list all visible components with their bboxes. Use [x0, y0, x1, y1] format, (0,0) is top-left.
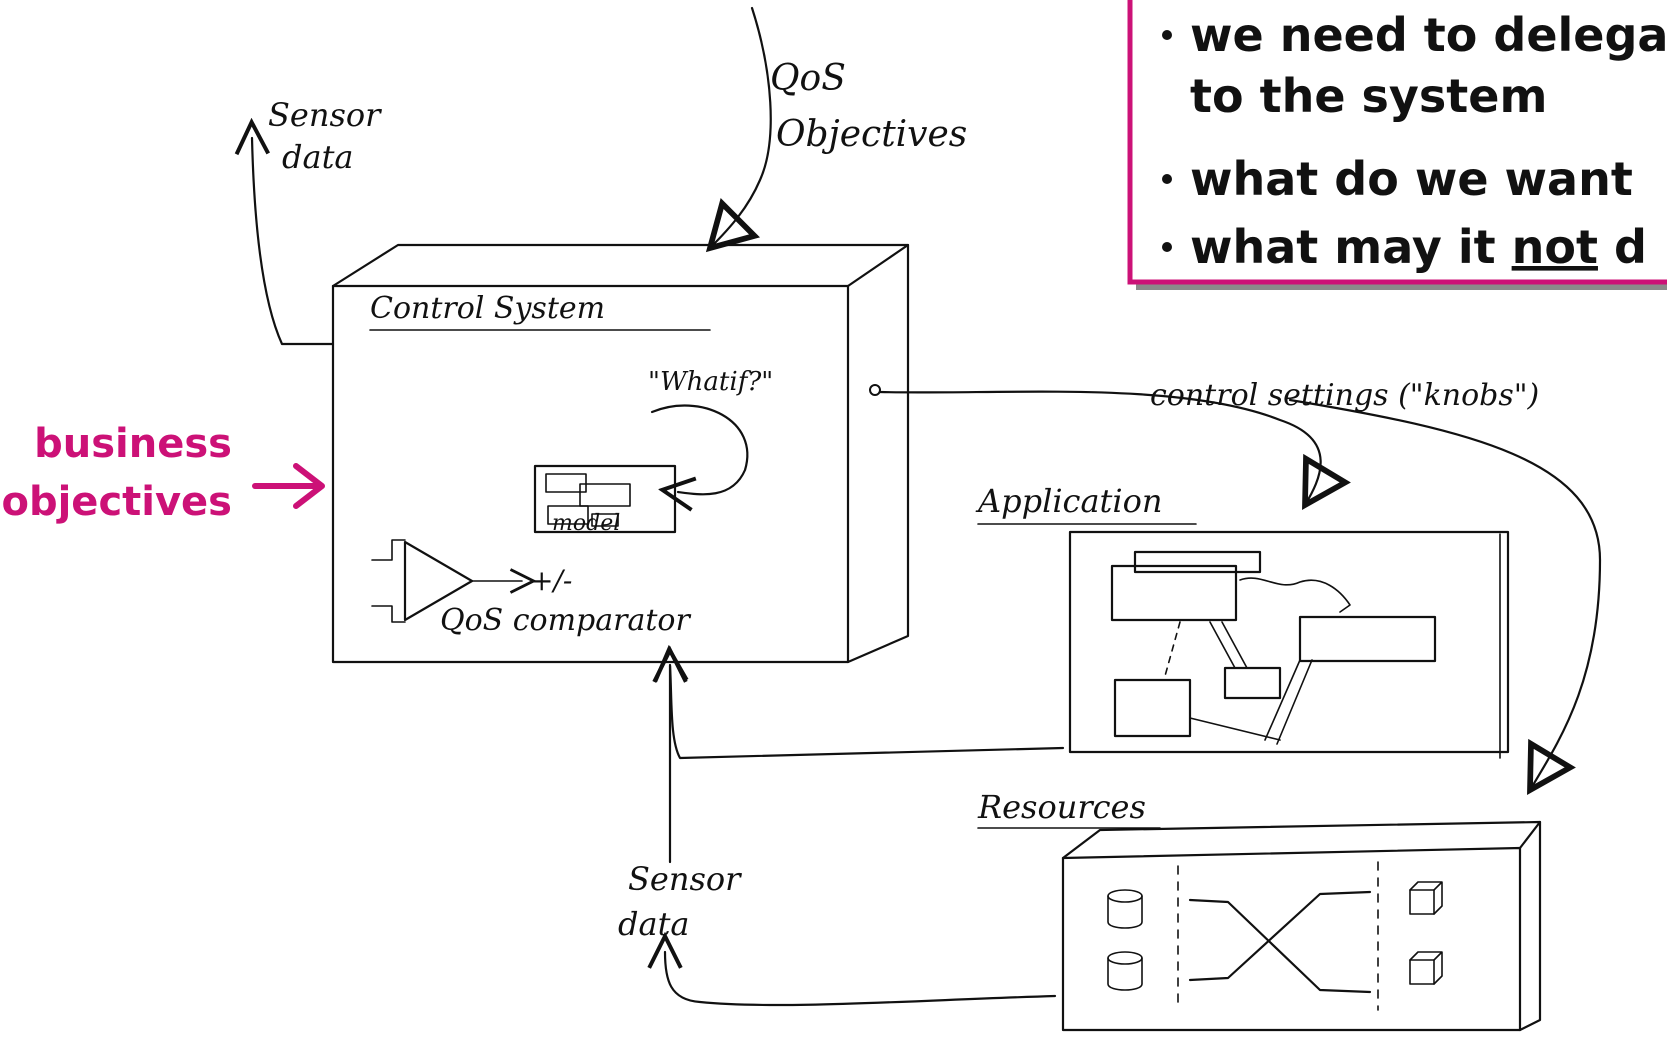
app-block-bottom-left: [1113, 678, 1192, 738]
qos-label-line2: Objectives: [776, 114, 967, 155]
callout-bullet-4-not: not: [1512, 220, 1598, 274]
sensor-bottom-line1: Sensor: [628, 860, 742, 898]
resources-top-face: [1061, 820, 1542, 860]
application-feedback-arrow: [670, 665, 1065, 760]
model-part-2: [579, 483, 631, 507]
resources-sensor-arrow: [665, 952, 1057, 1007]
app-block-top-back: [1133, 550, 1262, 574]
business-label-line2: objectives: [1, 479, 232, 525]
callout-bullet-3: what do we want: [1190, 152, 1633, 206]
control-settings-label: control settings ("knobs"): [1150, 378, 1539, 413]
qos-comparator-label: QoS comparator: [440, 603, 691, 638]
bullet-dot-3: [1162, 174, 1172, 184]
control-side-face: [846, 243, 910, 664]
app-link-right: [1264, 659, 1313, 745]
resources-front-face: [1061, 846, 1522, 1032]
model-part-4: [591, 513, 619, 527]
storage-cylinder-icon-1: [1107, 889, 1143, 929]
resources-box: Resources: [977, 788, 1542, 1032]
comparator-input-bottom: [371, 605, 406, 623]
app-hatched-block: [1223, 666, 1282, 700]
callout-bullet-4-prefix: what may it: [1190, 220, 1512, 274]
sensor-top-line1: Sensor: [268, 96, 382, 134]
app-link-diagonal: [1209, 621, 1248, 669]
model-part-3: [547, 505, 589, 525]
app-link-bottom: [1189, 717, 1281, 741]
resources-cross-link-2: [1188, 890, 1372, 982]
comparator-input-top: [371, 539, 406, 561]
model-part-1: [545, 473, 587, 493]
knobs-to-application-arrow: [878, 390, 1351, 510]
control-system-title: Control System: [370, 291, 605, 326]
qos-label-line1: QoS: [770, 58, 846, 99]
app-block-main: [1110, 564, 1238, 622]
business-label-line1: business: [34, 421, 232, 467]
callout-bullet-4: what may it not d: [1190, 220, 1647, 274]
comparator-triangle: [403, 540, 474, 622]
control-top-face: [331, 243, 910, 288]
plus-minus-label: +/-: [530, 564, 572, 597]
application-title: Application: [975, 482, 1163, 520]
qos-objectives-arrow: [705, 6, 772, 253]
bullet-dot-4: [1162, 242, 1172, 252]
storage-cylinder-icon-2: [1107, 951, 1143, 991]
sensor-top-line2: data: [282, 138, 354, 176]
resources-side-face: [1518, 820, 1542, 1032]
resources-title: Resources: [977, 788, 1146, 826]
sensor-data-top-arrow: [252, 138, 335, 346]
callout-box: we need to delega to the system what do …: [1127, 0, 1667, 290]
control-system-box: Control System "Whatif?" model +/- QoS c…: [331, 243, 910, 664]
node-cube-icon-2: [1409, 951, 1443, 985]
whatif-label: "Whatif?": [648, 367, 773, 397]
knobs-to-resources-arrow: [1288, 398, 1602, 795]
application-frame: [1068, 530, 1510, 754]
callout-bullet-1: we need to delega: [1190, 8, 1667, 62]
control-output-port: [869, 384, 881, 396]
model-label: model: [552, 511, 620, 536]
node-cube-icon-1: [1409, 881, 1443, 915]
sensor-bottom-line2: data: [618, 905, 690, 943]
app-squiggle: [1239, 577, 1351, 613]
callout-border: [1127, 0, 1667, 285]
whatif-loop-arrow: [650, 404, 749, 494]
callout-bullet-4-suffix: d: [1598, 220, 1647, 274]
callout-bullet-2: to the system: [1190, 69, 1547, 123]
business-arrow: [252, 463, 325, 509]
app-block-right: [1298, 615, 1437, 663]
application-box: Application: [975, 482, 1510, 759]
bullet-dot-1: [1162, 30, 1172, 40]
app-dashed-link: [1164, 621, 1181, 677]
resources-cross-link-1: [1188, 898, 1372, 994]
